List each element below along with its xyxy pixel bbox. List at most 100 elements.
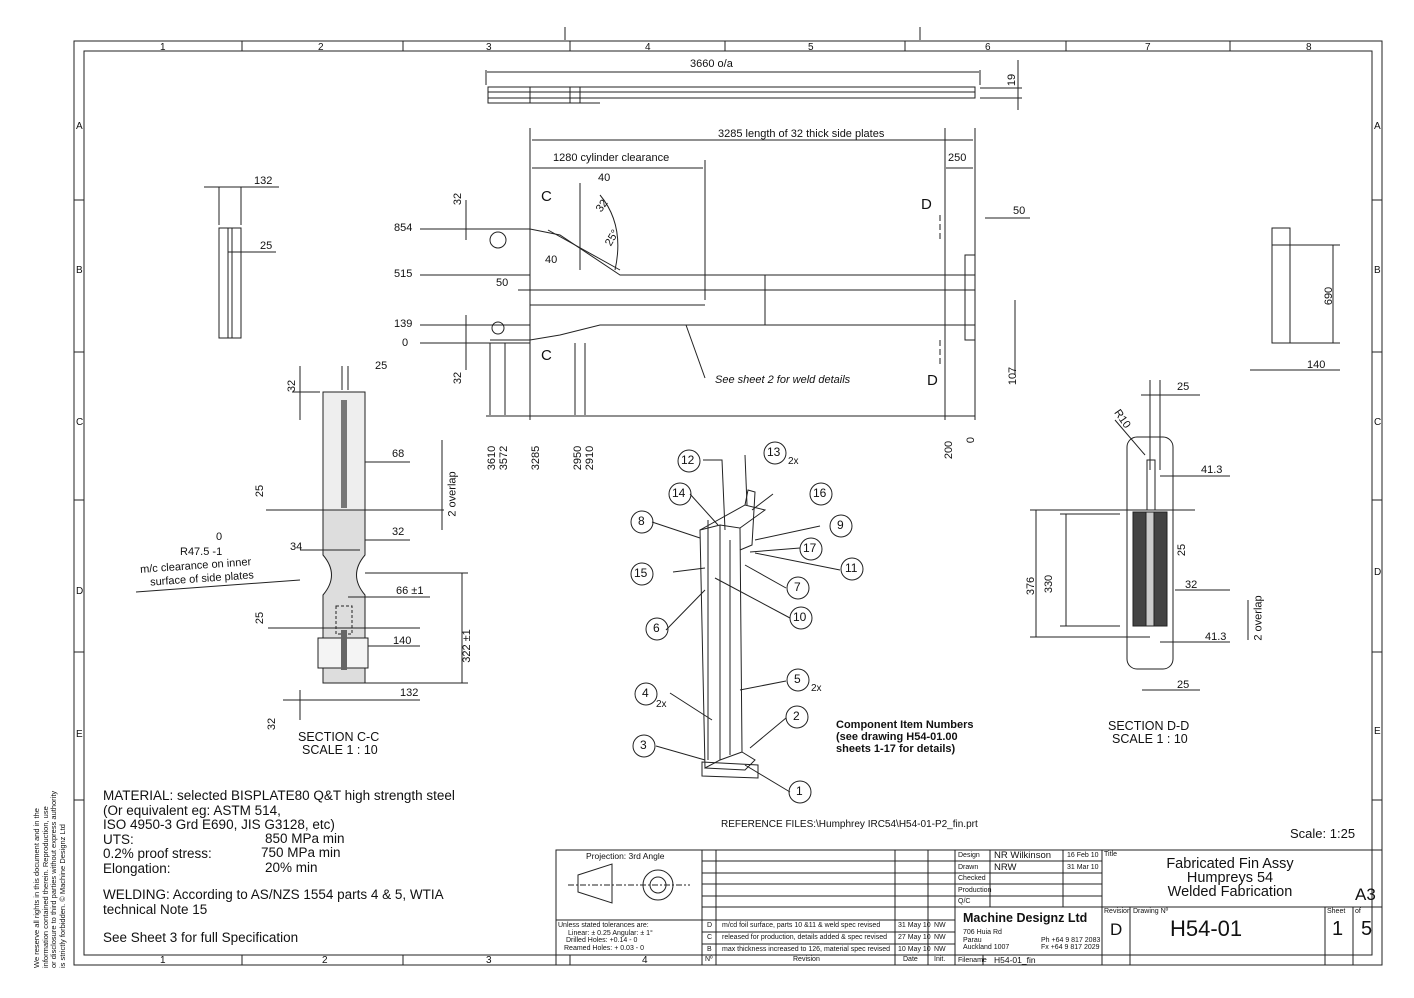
section-dd	[1030, 380, 1249, 691]
role-label: Q/C	[958, 898, 971, 905]
material-spec: MATERIAL: selected BISPLATE80 Q&T high s…	[103, 788, 455, 876]
dim-side-plate-length: 3285 length of 32 thick side plates	[718, 128, 885, 140]
dim-dd-25b: 25	[1177, 679, 1190, 691]
dim-x-label: 3610	[486, 445, 499, 471]
copyright-note: We reserve all rights in this document a…	[32, 791, 67, 968]
zone-label: 8	[1306, 42, 1312, 53]
dim-32-bottom: 32	[452, 371, 465, 385]
balloon-label: 3	[640, 738, 647, 752]
sheet-size: A3	[1355, 885, 1376, 904]
material-line: ISO 4950-3 Grd E690, JIS G3128, etc)	[103, 817, 335, 832]
zone-label: 4	[642, 955, 648, 966]
address-line: Auckland 1007	[963, 944, 1010, 951]
rev-header-init: Init.	[934, 956, 946, 963]
dim-40-mid: 40	[545, 254, 558, 266]
dim-dd-376: 376	[1025, 576, 1038, 596]
material-line: 0.2% proof stress:	[103, 846, 212, 861]
zone-label: D	[1374, 567, 1382, 578]
dim-x-label: 200	[943, 440, 956, 460]
weld-note: See sheet 2 for weld details	[715, 374, 851, 386]
balloon-label: 16	[813, 486, 827, 500]
drawn-name: NRW	[994, 862, 1017, 873]
projection-label: Projection: 3rd Angle	[586, 851, 665, 861]
zone-label: C	[76, 417, 84, 428]
left-end-view	[204, 186, 279, 339]
material-line: MATERIAL: selected BISPLATE80 Q&T high s…	[103, 788, 455, 803]
balloon-label: 15	[634, 566, 648, 580]
company-phone: Ph +64 9 817 2083	[1041, 937, 1101, 944]
balloon-label: 5	[794, 672, 801, 686]
drawing-number: H54-01	[1170, 916, 1243, 941]
welding-line: technical Note 15	[103, 901, 208, 917]
right-end-view	[1250, 227, 1340, 371]
sheet-total: 5	[1361, 918, 1373, 940]
dim-dd-41-bottom: 41.3	[1205, 631, 1227, 643]
balloon-label: 7	[794, 580, 801, 594]
zone-label: 1	[160, 955, 166, 966]
quantity-2x: 2x	[656, 699, 667, 710]
dim-cc-25b: 25	[254, 484, 267, 498]
of-label: of	[1355, 908, 1361, 915]
section-cc-title: SECTION C-C	[298, 730, 380, 744]
dim-32-top: 32	[452, 192, 465, 206]
elongation-value: 20% min	[265, 860, 318, 875]
copyright-line: is strictly forbidden. © Machine Designz…	[57, 824, 67, 968]
revision-row-init: NW	[934, 934, 946, 941]
proof-stress-value: 750 MPa min	[261, 845, 341, 860]
dim-cc-overlap: 2 overlap	[446, 471, 459, 517]
designer-name: NR Wilkinson	[994, 850, 1052, 861]
welding-spec: WELDING: According to AS/NZS 1554 parts …	[103, 887, 444, 917]
drawing-scale: Scale: 1:25	[1290, 826, 1356, 841]
rev-header-date: Date	[903, 956, 918, 963]
dim-cc-140: 140	[393, 635, 412, 647]
section-dd-title: SECTION D-D	[1108, 719, 1190, 733]
zone-label: 2	[318, 42, 324, 53]
dim-250: 250	[948, 152, 967, 164]
material-line: UTS:	[103, 831, 134, 847]
dim-140: 140	[1307, 359, 1326, 371]
zone-label: 5	[808, 42, 814, 53]
title-label: Title	[1104, 851, 1117, 858]
balloon-label: 1	[796, 784, 803, 798]
section-marker-d-top: D	[921, 196, 932, 213]
revision-row-date: 10 May 10	[898, 946, 931, 953]
dim-y-0: 0	[402, 337, 409, 349]
welding-line: WELDING: According to AS/NZS 1554 parts …	[103, 887, 444, 902]
role-label: Checked	[958, 875, 986, 882]
revision-row-init: NW	[934, 946, 946, 953]
dim-y-854: 854	[394, 222, 413, 234]
zone-label: B	[76, 265, 83, 276]
section-marker-c-top: C	[541, 188, 552, 205]
dim-cylinder-clearance: 1280 cylinder clearance	[553, 152, 670, 164]
zone-label: 3	[486, 955, 492, 966]
component-note-line: Component Item Numbers	[836, 719, 974, 731]
dim-x-label: 3285	[530, 445, 543, 471]
balloon-label: 13	[767, 445, 781, 459]
revision-label: Revision	[1104, 908, 1131, 915]
dim-y-515: 515	[394, 268, 413, 280]
balloon-label: 17	[803, 541, 817, 555]
item-balloons	[630, 441, 864, 804]
balloon-label: 9	[837, 518, 844, 532]
dim-40-top: 40	[598, 172, 611, 184]
uts-value: 850 MPa min	[265, 831, 345, 846]
dim-132: 132	[254, 175, 273, 187]
section-marker-c-bottom: C	[541, 347, 552, 364]
revision-row-date: 27 May 10	[898, 934, 931, 941]
dim-107: 107	[1007, 366, 1020, 386]
dim-50-left: 50	[496, 277, 509, 289]
design-date: 16 Feb 10	[1067, 852, 1099, 859]
role-label: Production	[958, 887, 992, 894]
dim-dd-32: 32	[1185, 579, 1198, 591]
title-block-grid	[555, 849, 1383, 966]
zone-label: C	[1374, 417, 1382, 428]
dim-cc-r-top: 0	[216, 531, 223, 543]
revision-row-rev: C	[707, 934, 713, 941]
zone-label: D	[76, 586, 84, 597]
quantity-2x: 2x	[811, 683, 822, 694]
rev-header-revision: Revision	[793, 956, 820, 963]
section-cc-scale: SCALE 1 : 10	[302, 743, 378, 757]
dim-x-label: 2950	[572, 445, 585, 471]
dim-dd-41-top: 41.3	[1201, 464, 1223, 476]
